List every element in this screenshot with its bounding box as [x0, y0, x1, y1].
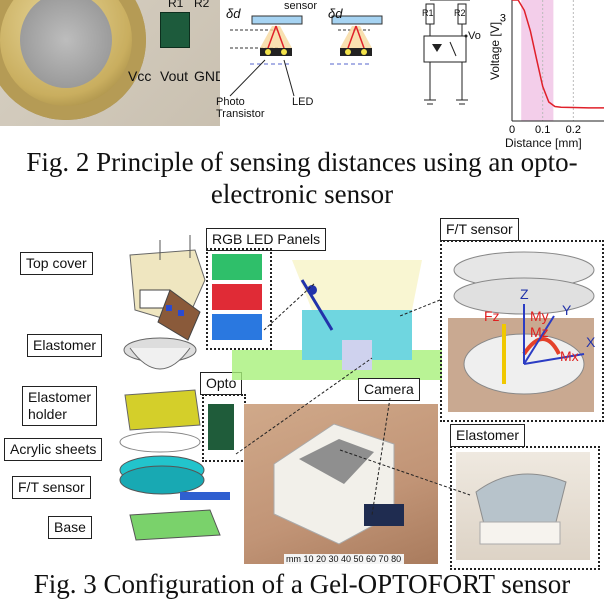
opto-board: [208, 404, 234, 450]
circuit-diagram: [423, 0, 470, 105]
sensor-chip: [160, 12, 190, 48]
red-led-panel: [212, 284, 262, 310]
ft-sensor-frame: [440, 240, 604, 422]
label-elastomer-holder: Elastomer holder: [22, 386, 98, 426]
axis-mx: Mx: [560, 348, 579, 364]
label-elastomer: Elastomer: [27, 334, 103, 357]
label-sensor: sensor: [284, 0, 318, 12]
label-camera: Camera: [358, 378, 420, 401]
label-gnd: GND: [194, 68, 220, 84]
label-top-cover: Top cover: [20, 252, 93, 275]
axis-z: Z: [520, 286, 529, 302]
sensing-diagram: [229, 15, 383, 97]
sensor-photo-body: [273, 423, 404, 564]
label-led: LED: [292, 96, 314, 108]
coin-inner: [20, 0, 112, 88]
chart-x-tick: 0.2: [566, 124, 581, 136]
label-circuit-r1: R1: [422, 8, 434, 18]
label-elastomer-holder-2: holder: [28, 406, 67, 422]
label-vout: Vout: [160, 68, 189, 84]
label-circuit-vo: Vo: [468, 30, 481, 42]
coin-photo: R1 R2 Vcc Vout GND: [0, 0, 220, 126]
chart-y-tick: 3: [500, 12, 506, 24]
elastomer-photo-shape: [475, 473, 567, 545]
chart-x-tick: 0.1: [535, 124, 550, 136]
voltage-series-line: [512, 0, 604, 109]
exploded-stack: [119, 235, 230, 541]
label-r2: R2: [194, 0, 210, 10]
fig2-caption-line1: Fig. 2 Principle of sensing distances us…: [26, 147, 578, 177]
label-delta-d1: δd: [226, 6, 241, 21]
label-transistor: Transistor: [216, 108, 265, 120]
chart-xlabel: Distance [mm]: [505, 136, 582, 150]
ft-sensor-render: [448, 251, 595, 412]
chart-x-tick: 0: [509, 124, 515, 136]
label-delta-d2: δd: [328, 6, 343, 21]
label-acrylic-sheets: Acrylic sheets: [4, 438, 103, 461]
blue-led-panel: [212, 314, 262, 340]
label-circuit-r2: R2: [454, 8, 466, 18]
label-base: Base: [48, 516, 92, 539]
voltage-distance-chart: 0 0.1 0.2 3: [500, 0, 604, 136]
axis-mz: Mz: [530, 324, 549, 340]
label-rgb-led-panels: RGB LED Panels: [206, 228, 327, 251]
axis-x: X: [586, 334, 596, 350]
axis-y: Y: [562, 302, 572, 318]
ruler-text: mm 10 20 30 40 50 60 70 80: [286, 554, 402, 564]
elastomer-frame: [450, 446, 600, 570]
fig2-caption: Fig. 2 Principle of sensing distances us…: [0, 146, 604, 210]
rgb-panels-frame: [206, 248, 272, 350]
fig2-caption-line2: electronic sensor: [210, 179, 394, 209]
fig3-caption: Fig. 3 Configuration of a Gel-OPTOFORT s…: [33, 569, 571, 599]
label-elastomer-holder-1: Elastomer: [28, 389, 92, 405]
axis-fz: Fz: [484, 308, 500, 324]
label-r1: R1: [168, 0, 184, 10]
label-ft-sensor: F/T sensor: [12, 476, 91, 499]
axis-my: My: [530, 308, 549, 324]
label-photo: Photo: [216, 96, 245, 108]
green-led-panel: [212, 254, 262, 280]
cross-section-assembly: [232, 260, 442, 380]
label-vcc: Vcc: [128, 68, 152, 84]
